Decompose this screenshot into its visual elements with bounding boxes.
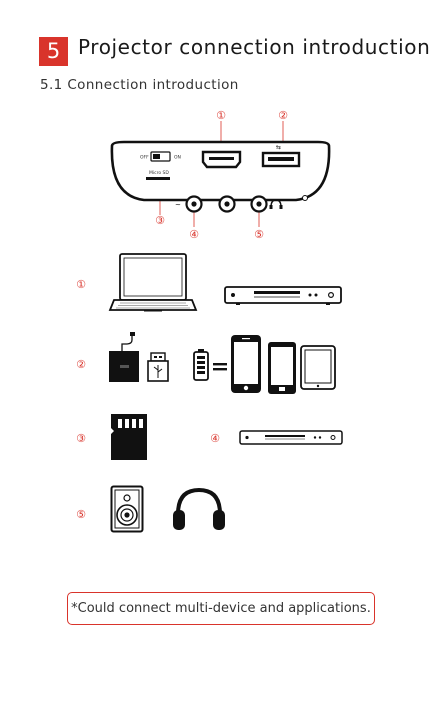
dvd-player-icon (224, 286, 342, 306)
row-4-marker: ④ (207, 431, 223, 447)
smartphone-icon (230, 334, 262, 394)
row-3-marker: ③ (73, 431, 89, 447)
row-5-marker: ⑤ (73, 507, 89, 523)
callout-1: ① (213, 108, 229, 124)
indicator-dot (303, 196, 308, 201)
dvd-player-icon (239, 430, 343, 446)
usb-flash-drive-icon (106, 332, 142, 384)
card-slot-label: Micro SD (149, 170, 169, 176)
micro-sd-slot-icon: Micro SD (146, 170, 170, 180)
switch-off-label: OFF (140, 155, 149, 161)
micro-sd-card-icon (109, 412, 149, 462)
tablet-icon (300, 345, 336, 390)
svg-text:~: ~ (175, 201, 181, 209)
laptop-icon (110, 252, 196, 314)
battery-icon (193, 349, 209, 381)
row-2-marker: ② (73, 357, 89, 373)
projector-panel-diagram: OFF ON ⇆ Micro SD ~ (0, 0, 441, 250)
callout-4: ④ (186, 227, 202, 243)
headphones-icon (170, 486, 228, 532)
switch-on-label: ON (174, 155, 181, 161)
middle-jack-icon (220, 197, 235, 212)
svg-text:⇆: ⇆ (276, 144, 281, 151)
hdmi-port-icon (203, 152, 240, 167)
row-1-marker: ① (73, 277, 89, 293)
usb-plug-icon (147, 352, 169, 382)
callout-5: ⑤ (251, 227, 267, 243)
projector-body (112, 142, 329, 200)
equals-icon (213, 362, 227, 372)
note-box: *Could connect multi-device and applicat… (67, 592, 375, 625)
callout-3: ③ (152, 213, 168, 229)
smartphone-icon (267, 341, 297, 395)
callout-2: ② (275, 108, 291, 124)
speaker-icon (110, 485, 144, 533)
